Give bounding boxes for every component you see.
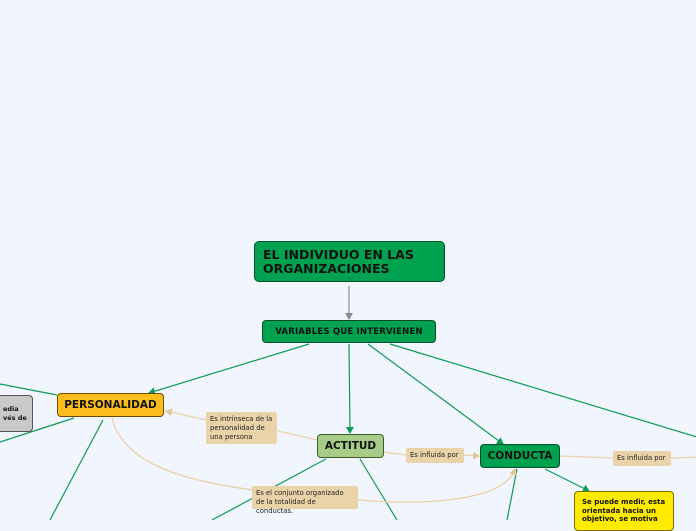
root-topic-node[interactable]: EL INDIVIDUO EN LAS ORGANIZACIONES xyxy=(254,241,445,282)
relation-label-influida-2[interactable]: Es influida por xyxy=(613,451,671,466)
conducta-text: CONDUCTA xyxy=(487,450,553,462)
connectors xyxy=(0,286,696,520)
edge-actitud-down-right xyxy=(359,458,398,520)
gray-partial-text: edia vés de xyxy=(3,404,27,422)
edge-personalidad-conjunto-curve xyxy=(111,417,253,491)
edge-intrinseca-personalidad xyxy=(165,408,207,421)
edge-influida2-offscreen xyxy=(670,456,696,459)
edge-variables-actitud xyxy=(345,343,354,434)
edge-personalidad-down xyxy=(49,419,104,520)
edge-conjunto-conducta-curve xyxy=(357,468,517,503)
actitud-text: ACTITUD xyxy=(324,440,377,452)
relation-label-conjunto[interactable]: Es el conjunto organizado de la totalida… xyxy=(252,486,358,515)
yellow-partial-node[interactable]: Se puede medir, esta orientada hacia un … xyxy=(574,491,674,531)
edge-conducta-influida2 xyxy=(559,455,614,459)
edge-variables-conducta xyxy=(367,343,504,445)
yellow-partial-text: Se puede medir, esta orientada hacia un … xyxy=(582,498,666,523)
relation-label-intrinseca[interactable]: Es intrínseca de la personalidad de una … xyxy=(206,412,277,444)
edge-conducta-yellow xyxy=(544,468,590,492)
gray-partial-node[interactable]: edia vés de xyxy=(0,395,33,432)
edge-personalidad-down-left xyxy=(0,417,75,443)
conducta-node[interactable]: CONDUCTA xyxy=(480,444,560,468)
relation-label-influida-1-text: Es influida por xyxy=(410,451,459,459)
relation-label-intrinseca-text: Es intrínseca de la personalidad de una … xyxy=(210,415,273,441)
edge-actitud-influida xyxy=(383,451,407,456)
edge-influida-conducta xyxy=(463,451,480,460)
relation-label-influida-1[interactable]: Es influida por xyxy=(406,448,464,463)
edge-personalidad-gray xyxy=(0,383,58,396)
mind-map-canvas: EL INDIVIDUO EN LAS ORGANIZACIONES VARIA… xyxy=(0,241,696,531)
edge-conducta-down xyxy=(506,468,518,520)
relation-label-influida-2-text: Es influida por xyxy=(617,454,666,462)
edge-variables-offscreen xyxy=(389,343,696,438)
personalidad-node[interactable]: PERSONALIDAD xyxy=(57,393,164,417)
relation-label-conjunto-text: Es el conjunto organizado de la totalida… xyxy=(256,489,344,515)
variables-node[interactable]: VARIABLES QUE INTERVIENEN xyxy=(262,320,436,343)
actitud-node[interactable]: ACTITUD xyxy=(317,434,384,458)
root-topic-text: EL INDIVIDUO EN LAS ORGANIZACIONES xyxy=(263,246,414,276)
personalidad-text: PERSONALIDAD xyxy=(64,399,157,411)
edge-actitud-intrinseca xyxy=(277,430,318,441)
variables-text: VARIABLES QUE INTERVIENEN xyxy=(275,326,423,337)
edge-variables-personalidad xyxy=(148,343,310,396)
